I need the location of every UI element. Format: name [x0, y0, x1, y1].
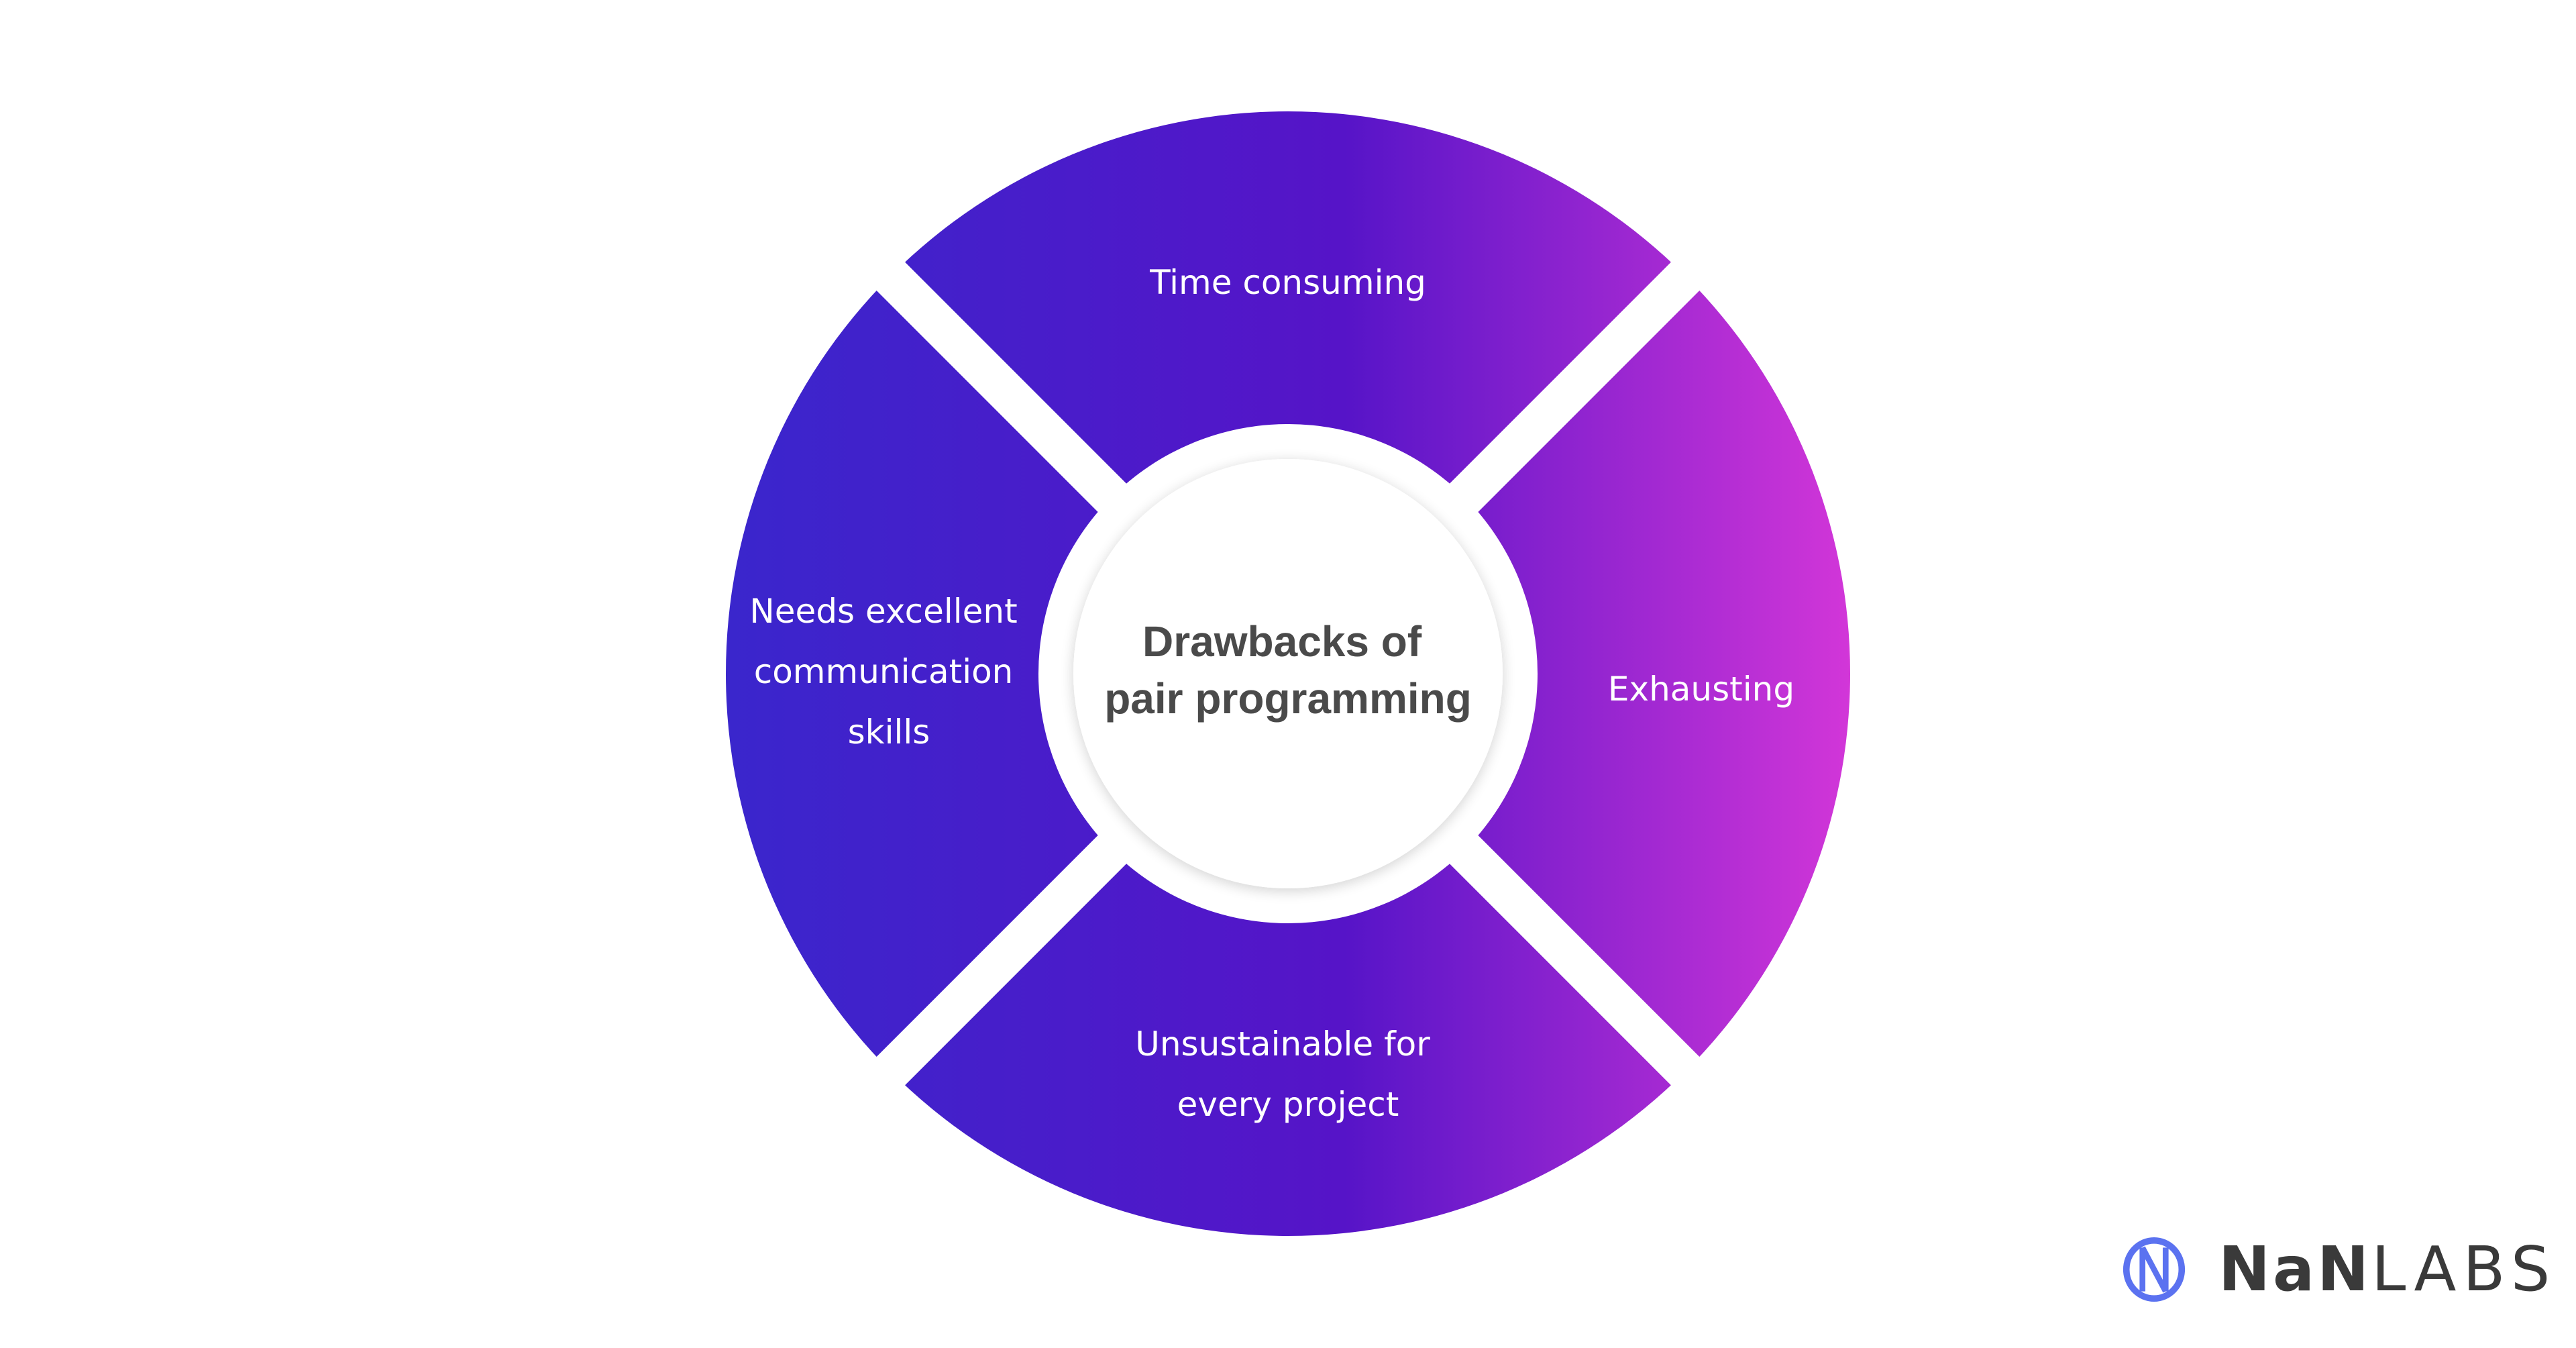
- label-line: Needs excellent: [749, 592, 1017, 631]
- center-title-line-1: Drawbacks of: [1142, 617, 1422, 666]
- label-line: skills: [848, 713, 930, 751]
- label-line: Unsustainable for: [1135, 1025, 1430, 1064]
- center-disc: [1073, 459, 1503, 888]
- label-line: communication: [754, 652, 1014, 691]
- label-line: Time consuming: [1149, 263, 1426, 302]
- nanlabs-logo: NaNLABS: [2122, 1236, 2557, 1303]
- label-line: Exhausting: [1608, 670, 1794, 709]
- label-time-consuming: Time consuming: [1149, 263, 1426, 302]
- segment-communication-skills: [726, 111, 1260, 1236]
- logo-wordmark: NaNLABS: [2218, 1239, 2557, 1300]
- label-unsustainable: Unsustainable for every project: [1135, 1025, 1440, 1124]
- segment-unsustainable: [726, 702, 1850, 1236]
- center-title: Drawbacks of pair programming: [1104, 617, 1472, 723]
- logo-wordmark-bold: NaN: [2218, 1233, 2372, 1305]
- label-line: every project: [1177, 1085, 1399, 1124]
- label-communication-skills: Needs excellent communication skills: [749, 592, 1028, 751]
- logo-wordmark-light: LABS: [2371, 1233, 2557, 1305]
- center-title-line-2: pair programming: [1104, 674, 1472, 723]
- segment-time-consuming: [726, 111, 1850, 645]
- nanlabs-n-circle-icon: [2123, 1237, 2186, 1302]
- segment-exhausting: [1316, 111, 1850, 1236]
- label-exhausting: Exhausting: [1608, 670, 1794, 709]
